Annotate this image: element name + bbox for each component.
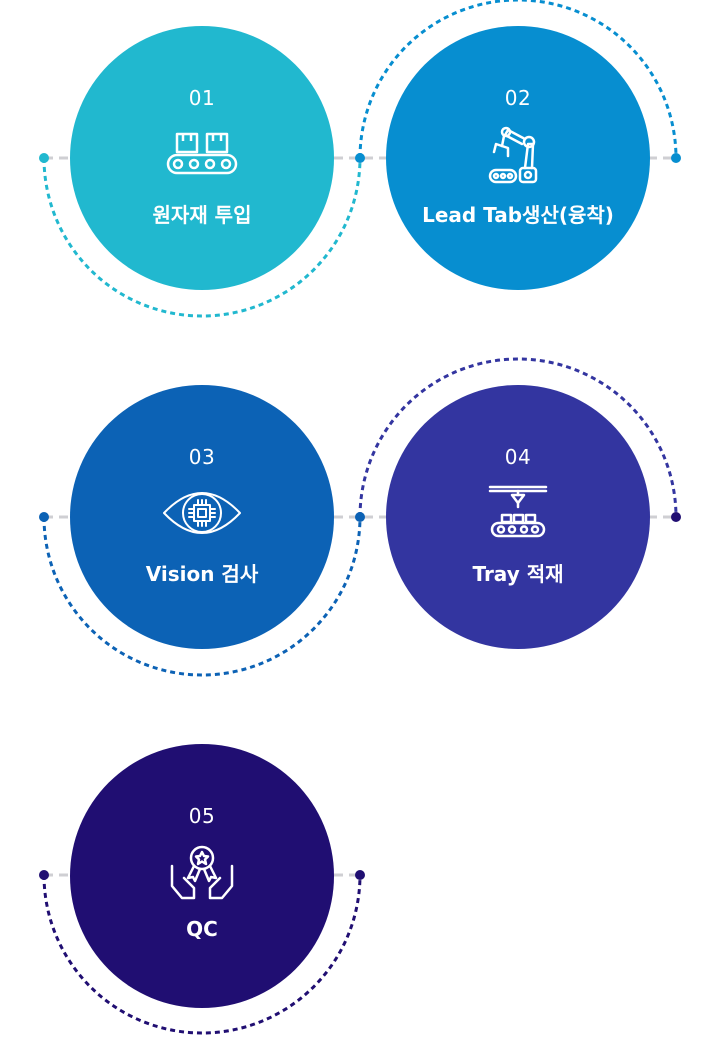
step-04-circle: 04 Tray 적재 (386, 385, 650, 649)
step-01-circle: 01 원자재 투입 (70, 26, 334, 290)
step-title: QC (186, 917, 218, 941)
step-02-circle: 02 Lead Tab생산(융착) (386, 26, 650, 290)
hands-medal-icon (170, 845, 234, 900)
step-title: Tray 적재 (472, 562, 564, 586)
step-number: 05 (188, 804, 216, 828)
step-number: 04 (504, 445, 532, 469)
step-title: Vision 검사 (145, 562, 259, 586)
dispenser-conveyor-icon (488, 485, 548, 538)
robot-arm-icon (488, 126, 538, 184)
step-number: 02 (504, 86, 532, 110)
step-number: 01 (188, 86, 216, 110)
step-title: 원자재 투입 (152, 203, 252, 227)
step-title: Lead Tab생산(융착) (422, 203, 614, 227)
eye-chip-icon (163, 492, 241, 534)
conveyor-boxes-icon (166, 132, 238, 175)
step-number: 03 (188, 445, 216, 469)
step-05-circle: 05 QC (70, 744, 334, 1008)
step-03-circle: 03 Vision 검사 (70, 385, 334, 649)
